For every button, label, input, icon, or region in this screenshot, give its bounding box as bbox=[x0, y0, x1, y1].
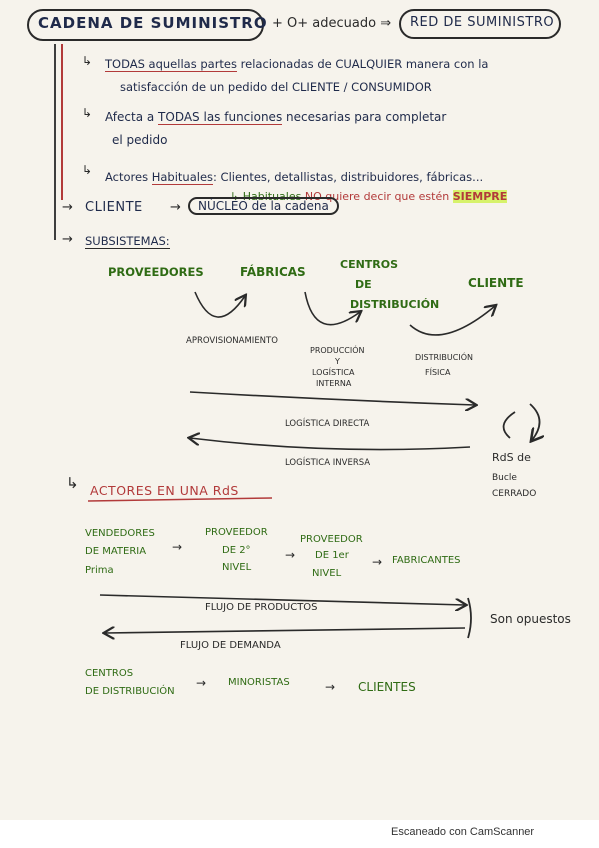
node-centros-3: DISTRIBUCIÓN bbox=[350, 298, 440, 311]
scanner-watermark: Escaneado con CamScanner bbox=[391, 826, 535, 838]
actor-prov2-2: DE 2° bbox=[222, 545, 251, 556]
actor-arrow-5: → bbox=[325, 680, 336, 694]
flujo-productos-line bbox=[99, 594, 465, 605]
actor-arrow-1: → bbox=[172, 540, 183, 554]
node-centros-2: DE bbox=[355, 278, 372, 291]
title-connector: + O+ adecuado ⇒ bbox=[272, 16, 392, 31]
label-produccion-1: PRODUCCIÓN bbox=[310, 346, 365, 355]
nucleo-oval: NÚCLEO de la cadena bbox=[188, 197, 339, 215]
actor-arrow-3: → bbox=[372, 555, 383, 569]
node-centros-1: CENTROS bbox=[340, 258, 399, 271]
actores-underline bbox=[87, 497, 273, 502]
actor-prov1-2: DE 1er bbox=[315, 550, 349, 561]
cliente-arrow: → bbox=[62, 200, 73, 215]
bullet-3-prefix: Actores bbox=[105, 170, 149, 184]
alt-title-oval bbox=[399, 9, 561, 39]
actores-arrow: ↳ bbox=[66, 474, 79, 492]
arc-distribucion bbox=[409, 306, 495, 336]
bullet-2-rest: necesarias para completar bbox=[286, 110, 447, 124]
bullet-1-emphasis: TODAS aquellas partes bbox=[105, 57, 237, 72]
actor-arrow-2: → bbox=[285, 548, 296, 562]
label-logistica-directa: LOGÍSTICA DIRECTA bbox=[285, 419, 370, 429]
bullet-1-rest: relacionadas de CUALQUIER manera con la bbox=[240, 57, 489, 71]
cliente-connector: → bbox=[170, 200, 181, 215]
bullet-3-emphasis: Habituales bbox=[151, 170, 214, 185]
label-aprovisionamiento: APROVISIONAMIENTO bbox=[186, 336, 278, 346]
loop-arrows bbox=[502, 403, 540, 440]
alt-title: RED DE SUMINISTRO bbox=[410, 15, 555, 30]
bullet-1-line-2: satisfacción de un pedido del CLIENTE / … bbox=[120, 80, 432, 94]
label-flujo-demanda: FLUJO DE DEMANDA bbox=[180, 640, 281, 651]
actor-vendedores-2: DE MATERIA bbox=[85, 546, 147, 557]
bullet-3-note-mid: NO quiere decir que estén bbox=[304, 190, 450, 203]
label-son-opuestos: Son opuestos bbox=[490, 612, 571, 626]
bullet-3-rest: : Clientes, detallistas, distribuidores,… bbox=[213, 170, 484, 184]
bullet-arrow-2: ↳ bbox=[82, 106, 93, 120]
bullet-2-line-2: el pedido bbox=[112, 133, 168, 147]
actor-centros-2: DE DISTRIBUCIÓN bbox=[85, 686, 175, 697]
arc-aprovisionamiento bbox=[194, 291, 245, 318]
actor-arrow-4: → bbox=[196, 676, 207, 690]
label-rds-1: RdS de bbox=[492, 451, 531, 464]
actor-minoristas: MINORISTAS bbox=[228, 677, 290, 688]
node-cliente: CLIENTE bbox=[468, 276, 524, 290]
node-proveedores: PROVEEDORES bbox=[108, 265, 204, 279]
label-flujo-productos: FLUJO DE PRODUCTOS bbox=[205, 602, 318, 613]
logistica-inversa-line bbox=[190, 438, 471, 451]
flujo-demanda-line bbox=[105, 628, 466, 633]
actor-prov1-3: NIVEL bbox=[312, 568, 342, 579]
bullet-2-prefix: Afecta a bbox=[105, 110, 155, 124]
actor-vendedores-3: Prima bbox=[85, 565, 114, 576]
label-rds-3: CERRADO bbox=[492, 489, 537, 499]
actor-centros-1: CENTROS bbox=[85, 668, 134, 679]
label-produccion-2: Y bbox=[335, 357, 340, 366]
bullet-1-line-1: TODAS aquellas partes relacionadas de CU… bbox=[105, 57, 489, 72]
label-distribucion-2: FÍSICA bbox=[425, 368, 451, 377]
label-produccion-3: LOGÍSTICA bbox=[312, 368, 355, 377]
bullet-3-note-prefix: ↳ Habituales bbox=[230, 190, 302, 203]
opuestos-bracket bbox=[467, 597, 472, 639]
actor-vendedores-1: VENDEDORES bbox=[85, 528, 155, 539]
label-distribucion-1: DISTRIBUCIÓN bbox=[415, 353, 473, 362]
arc-produccion bbox=[304, 291, 360, 326]
actor-fabricantes: FABRICANTES bbox=[392, 555, 461, 566]
label-logistica-inversa: LOGÍSTICA INVERSA bbox=[285, 458, 371, 468]
logistica-directa-line bbox=[189, 391, 475, 405]
scanned-page bbox=[0, 0, 599, 820]
bullet-2-emphasis: TODAS las funciones bbox=[158, 110, 283, 125]
subsistemas-arrow: → bbox=[62, 232, 73, 247]
page-title: CADENA DE SUMINISTRO bbox=[38, 14, 268, 32]
actor-prov2-1: PROVEEDOR bbox=[205, 527, 268, 538]
node-fabricas: FÁBRICAS bbox=[240, 265, 306, 279]
bullet-arrow-1: ↳ bbox=[82, 54, 93, 68]
bullet-arrow-3: ↳ bbox=[82, 163, 93, 177]
label-rds-2: Bucle bbox=[492, 473, 517, 483]
bullet-3-line-1: Actores Habituales: Clientes, detallista… bbox=[105, 170, 484, 185]
title-oval bbox=[27, 9, 264, 41]
cliente-label: CLIENTE bbox=[85, 200, 143, 215]
actores-heading: ACTORES EN UNA RdS bbox=[90, 483, 239, 498]
actor-clientes: CLIENTES bbox=[358, 680, 416, 694]
label-produccion-4: INTERNA bbox=[316, 379, 352, 388]
bullet-2-line-1: Afecta a TODAS las funciones necesarias … bbox=[105, 110, 447, 125]
actor-prov1-1: PROVEEDOR bbox=[300, 534, 363, 545]
bullet-3-note: ↳ Habituales NO quiere decir que estén S… bbox=[230, 190, 508, 203]
bullet-3-note-highlight: SIEMPRE bbox=[452, 190, 508, 203]
subsistemas-heading: SUBSISTEMAS: bbox=[85, 234, 170, 249]
actor-prov2-3: NIVEL bbox=[222, 562, 252, 573]
